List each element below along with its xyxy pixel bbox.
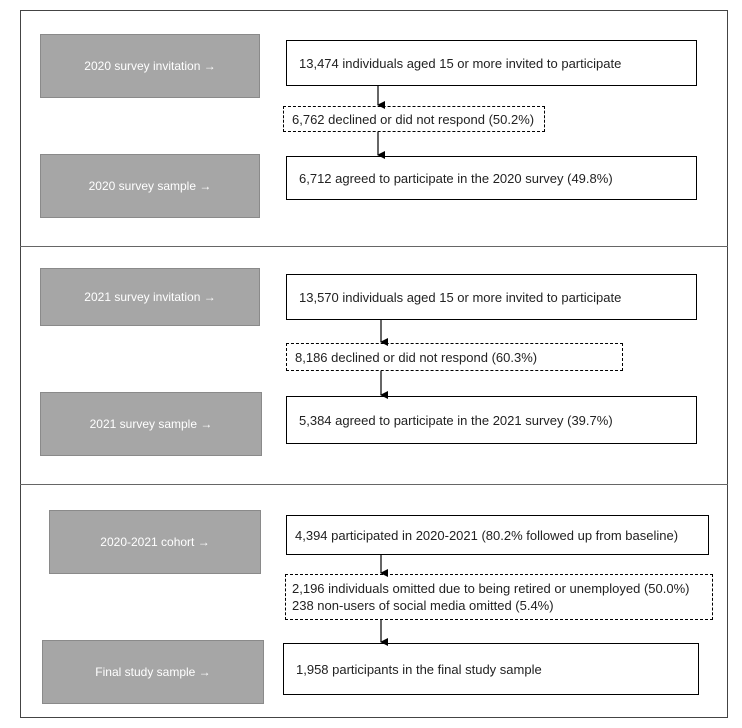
omitted-line-1: 2,196 individuals omitted due to being r… xyxy=(292,581,690,596)
label-cohort: 2020-2021 cohort → xyxy=(49,510,261,574)
label-final-sample: Final study sample → xyxy=(42,640,264,704)
box-2020-invited: 13,474 individuals aged 15 or more invit… xyxy=(286,40,697,86)
section-divider-1 xyxy=(20,246,728,247)
box-2021-declined: 8,186 declined or did not respond (60.3%… xyxy=(286,343,623,371)
box-2020-declined: 6,762 declined or did not respond (50.2%… xyxy=(283,106,545,132)
label-2020-invitation: 2020 survey invitation → xyxy=(40,34,260,98)
diagram-frame xyxy=(20,10,728,718)
box-2021-agreed: 5,384 agreed to participate in the 2021 … xyxy=(286,396,697,444)
label-2020-sample: 2020 survey sample → xyxy=(40,154,260,218)
box-2021-invited: 13,570 individuals aged 15 or more invit… xyxy=(286,274,697,320)
label-2021-invitation: 2021 survey invitation → xyxy=(40,268,260,326)
box-final-sample: 1,958 participants in the final study sa… xyxy=(283,643,699,695)
box-cohort-omitted: 2,196 individuals omitted due to being r… xyxy=(285,574,713,620)
box-cohort-participated: 4,394 participated in 2020-2021 (80.2% f… xyxy=(286,515,709,555)
omitted-line-2: 238 non-users of social media omitted (5… xyxy=(292,598,554,613)
section-divider-2 xyxy=(20,484,728,485)
box-2020-agreed: 6,712 agreed to participate in the 2020 … xyxy=(286,156,697,200)
label-2021-sample: 2021 survey sample → xyxy=(40,392,262,456)
